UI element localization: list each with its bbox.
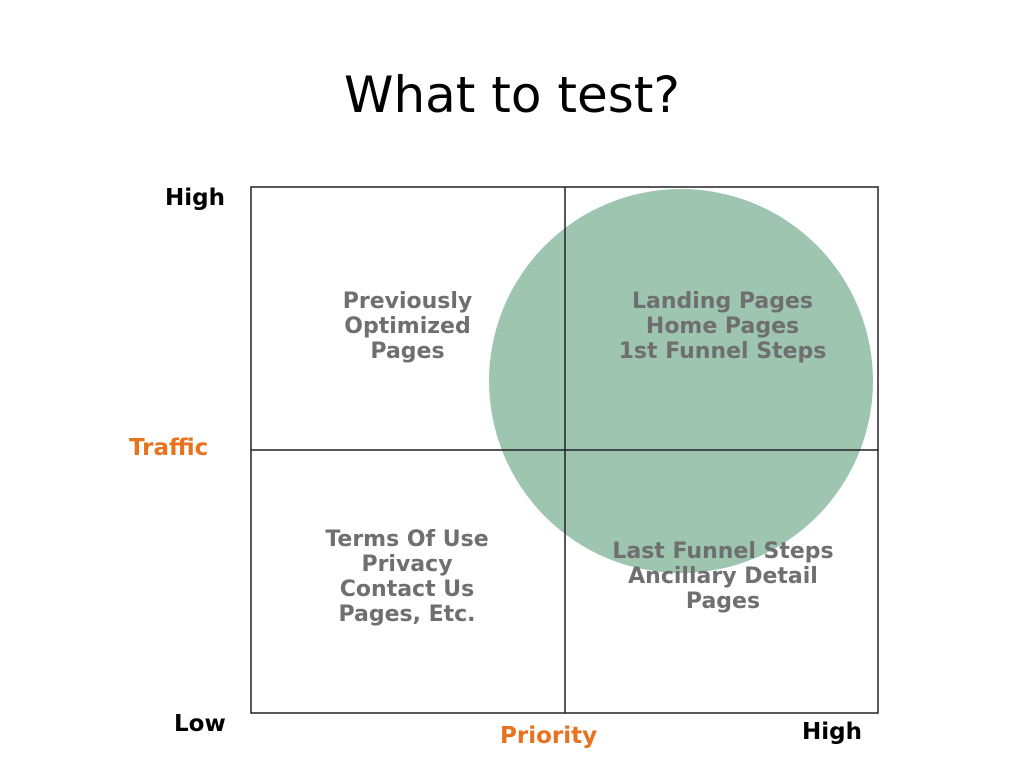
quadrant-top-left: Previously Optimized Pages (300, 289, 515, 364)
quadrant-line: 1st Funnel Steps (618, 339, 827, 364)
quadrant-line: Ancillary Detail (628, 564, 818, 589)
highlight-circle (489, 189, 873, 573)
quadrant-top-right: Landing Pages Home Pages 1st Funnel Step… (575, 289, 870, 364)
y-axis-low-label: Low (174, 711, 226, 737)
quadrant-line: Pages (685, 589, 761, 614)
quadrant-line: Previously (342, 289, 473, 314)
quadrant-line: Last Funnel Steps (612, 539, 834, 564)
x-axis-label: Priority (500, 723, 598, 749)
quadrant-line: Landing Pages (631, 289, 814, 314)
quadrant-line: Optimized (344, 314, 471, 339)
x-axis-high-label: High (802, 719, 862, 745)
quadrant-line: Pages (370, 339, 445, 364)
quadrant-bottom-right: Last Funnel Steps Ancillary Detail Pages (568, 539, 878, 614)
quadrant-line: Home Pages (645, 314, 800, 339)
quadrant-line: Terms Of Use (325, 527, 489, 552)
quadrant-line: Privacy (361, 552, 453, 577)
y-axis-label: Traffic (129, 435, 209, 461)
quadrant-line: Pages, Etc. (338, 602, 476, 627)
quadrant-bottom-left: Terms Of Use Privacy Contact Us Pages, E… (282, 527, 532, 627)
quadrant-line: Contact Us (339, 577, 475, 602)
y-axis-high-label: High (165, 185, 225, 211)
slide-title: What to test? (344, 66, 680, 124)
